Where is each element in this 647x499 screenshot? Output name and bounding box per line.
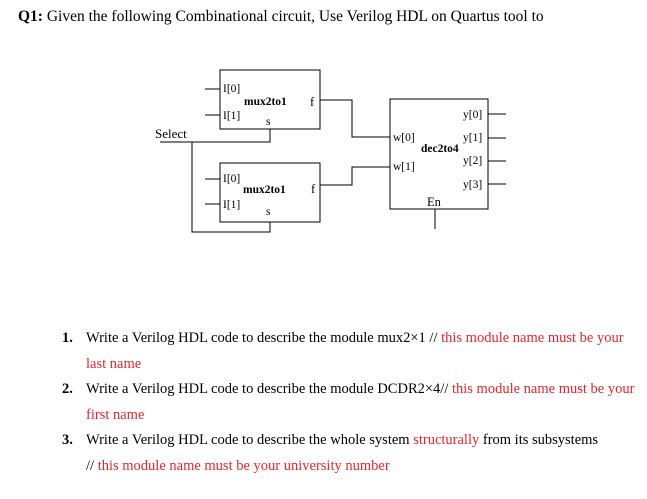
mux-top-in0: I[0]	[223, 83, 240, 95]
mux-bottom-out: f	[311, 182, 316, 196]
select-label: Select	[155, 126, 187, 141]
task-note: this module name must be your first name	[86, 381, 635, 423]
mux-bottom-in0: I[0]	[223, 173, 240, 185]
task-text: Write a Verilog HDL code to describe the…	[86, 330, 442, 346]
mux-top-out: f	[310, 95, 315, 109]
decoder-w1: w[1]	[393, 161, 415, 173]
decoder-w0: w[0]	[393, 132, 415, 144]
question-text: Given the following Combinational circui…	[42, 8, 544, 25]
task-number: 3.	[62, 432, 73, 448]
task-number: 2.	[62, 381, 73, 397]
circuit-diagram: I[0] I[1] mux2to1 f s I[0] I[1] mux2to1 …	[155, 69, 506, 233]
mux-top-name: mux2to1	[244, 96, 287, 108]
task-note: this module name must be your university…	[97, 457, 390, 474]
decoder-en: En	[427, 195, 442, 209]
mux-top-sel: s	[266, 116, 271, 128]
task-note: this module name must be your last name	[86, 330, 624, 372]
task-text: Write a Verilog HDL code to describe the…	[86, 381, 452, 397]
question-title: Q1: Given the following Combinational ci…	[18, 8, 544, 26]
task-number: 1.	[62, 330, 73, 346]
mux-bottom-sel: s	[266, 206, 271, 218]
mux-top-in1: I[1]	[223, 110, 240, 122]
decoder-y3: y[3]	[463, 179, 482, 191]
mux-bottom-in1: I[1]	[223, 199, 240, 211]
task-keyword: structurally	[413, 432, 480, 448]
task-item-1: 1. Write a Verilog HDL code to describe …	[62, 326, 642, 377]
task-text-tail: from its subsystems	[479, 432, 599, 448]
decoder-y2: y[2]	[463, 155, 482, 167]
task-text: Write a Verilog HDL code to describe the…	[86, 432, 414, 448]
decoder-name: dec2to4	[421, 143, 459, 155]
question-label: Q1:	[18, 8, 43, 25]
task-item-3: 3. Write a Verilog HDL code to describe …	[62, 428, 642, 479]
decoder-box	[389, 98, 489, 210]
task-list: 1. Write a Verilog HDL code to describe …	[62, 326, 642, 479]
task-item-2: 2. Write a Verilog HDL code to describe …	[62, 377, 642, 428]
mux-bottom-name: mux2to1	[243, 184, 286, 196]
decoder-y1: y[1]	[463, 132, 482, 144]
task-comment-prefix: //	[86, 457, 98, 474]
decoder-y0: y[0]	[463, 109, 482, 121]
